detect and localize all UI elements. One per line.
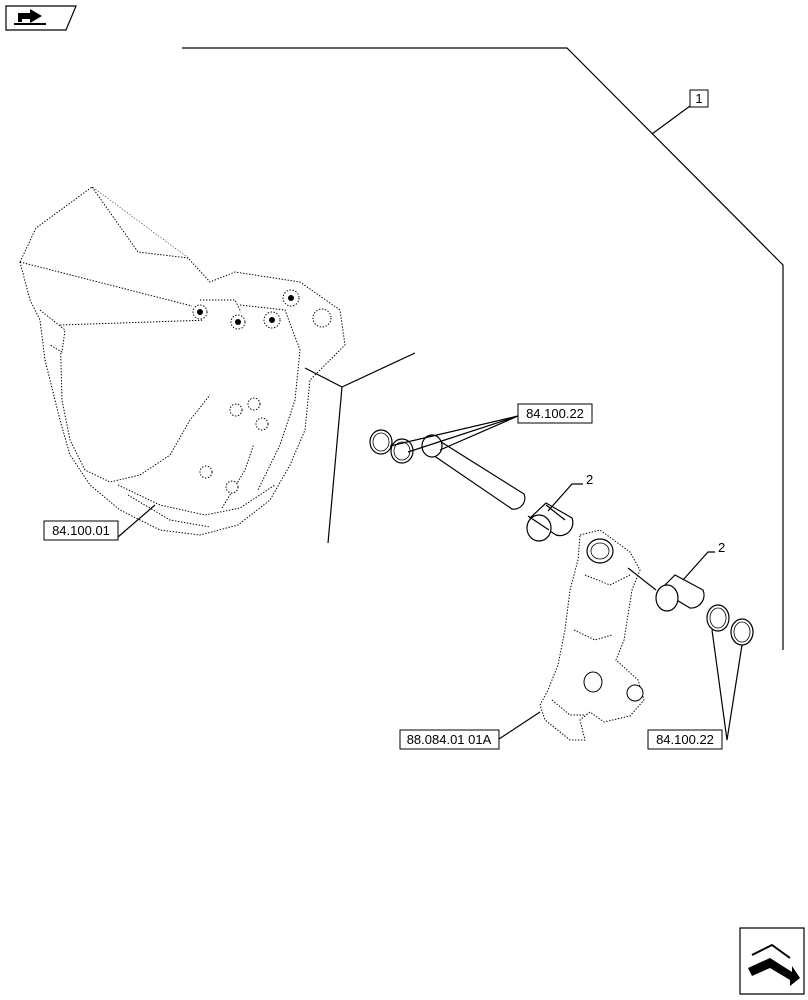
item-2-upper-leader (547, 483, 583, 512)
snap-ring-left-1 (369, 429, 393, 455)
bushing-upper (526, 502, 574, 542)
item-1-leader (182, 47, 784, 650)
book-arrow-icon[interactable] (5, 5, 77, 31)
bushing-lower (627, 567, 705, 612)
item-1-label[interactable]: 1 (689, 89, 709, 108)
item-2-upper-text[interactable]: 2 (586, 472, 593, 487)
snap-ring-right-1 (706, 604, 730, 632)
ref-84-100-22-bottom-label[interactable]: 84.100.22 (647, 729, 723, 750)
svg-text:88.084.01 01A: 88.084.01 01A (407, 732, 492, 747)
ref-84-100-01-label[interactable]: 84.100.01 (43, 520, 119, 541)
snap-ring-right-2 (730, 618, 754, 646)
ref-84-100-22-bottom-leader (711, 629, 743, 741)
svg-text:84.100.22: 84.100.22 (656, 732, 714, 747)
next-page-arrow-icon[interactable] (739, 927, 805, 995)
detail-bracket-lines (304, 352, 416, 544)
svg-text:84.100.01: 84.100.01 (52, 523, 110, 538)
ref-88-084-01-01a-label[interactable]: 88.084.01 01A (399, 729, 500, 750)
item-2-lower-leader (682, 551, 715, 581)
item-1-text: 1 (695, 91, 702, 106)
ref-84-100-22-top-label[interactable]: 84.100.22 (517, 403, 593, 424)
ref-84-100-22-top-leader (389, 415, 519, 453)
pin (421, 434, 526, 510)
coupler-link (539, 529, 645, 741)
svg-text:84.100.22: 84.100.22 (526, 406, 584, 421)
ref-84-100-01-leader (117, 504, 156, 538)
item-2-lower-text[interactable]: 2 (718, 540, 725, 555)
ref-88-084-01-01a-leader (498, 711, 541, 740)
bucket-assembly (19, 186, 346, 536)
